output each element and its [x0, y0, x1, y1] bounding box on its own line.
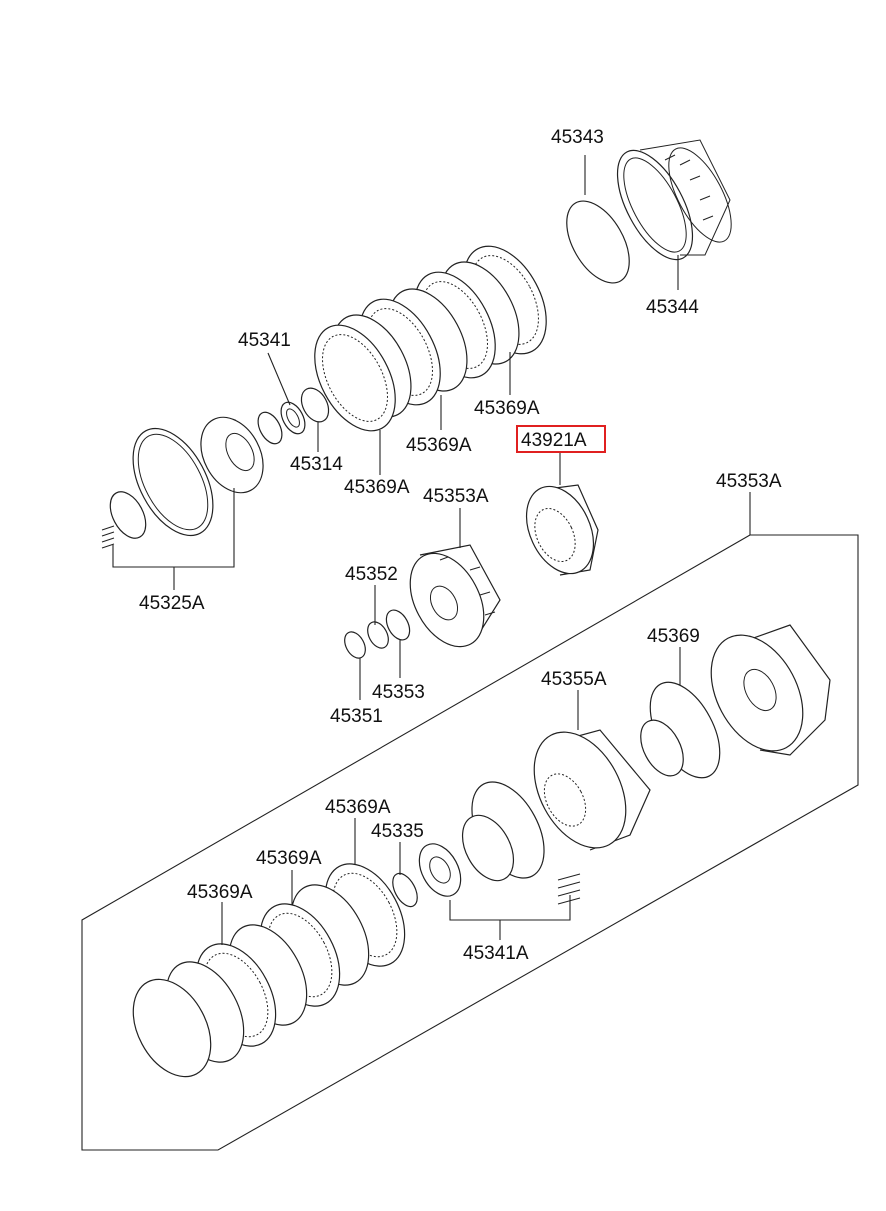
label-45369[interactable]: 45369	[647, 626, 700, 647]
label-45353A-2[interactable]: 45353A	[716, 471, 782, 492]
part-45341-bearing	[257, 401, 306, 445]
part-45353A-upper-hub	[409, 544, 501, 648]
part-45351-washer	[344, 631, 366, 659]
label-45351[interactable]: 45351	[330, 706, 383, 727]
label-45369A-1[interactable]: 45369A	[474, 398, 540, 419]
part-45325A-piston-assembly	[101, 416, 264, 549]
label-45355A[interactable]: 45355A	[541, 669, 607, 690]
part-45353-washer	[385, 609, 411, 641]
label-43921A[interactable]: 43921A	[521, 430, 587, 451]
label-45369A-5[interactable]: 45369A	[256, 848, 322, 869]
part-labels: 45343 45344 45341 45314 45369A 45369A 45…	[139, 127, 782, 964]
label-45343[interactable]: 45343	[551, 127, 604, 148]
label-45335[interactable]: 45335	[371, 821, 424, 842]
label-45369A-4[interactable]: 45369A	[325, 797, 391, 818]
label-45341A[interactable]: 45341A	[463, 943, 529, 964]
label-45325A[interactable]: 45325A	[139, 593, 205, 614]
part-45314-washer	[300, 387, 330, 423]
part-43921A-gear-hub	[525, 484, 599, 576]
label-45314[interactable]: 45314	[290, 454, 343, 475]
part-45344-drum	[616, 139, 732, 261]
part-45369-inner-ring	[640, 719, 684, 777]
leader-lines	[112, 155, 751, 945]
label-45352[interactable]: 45352	[345, 564, 398, 585]
part-45352-bearing	[367, 621, 389, 649]
subassembly-frame	[81, 534, 859, 1151]
part-45369A-lower-clutch-plates	[132, 863, 406, 1078]
label-45353A-1[interactable]: 45353A	[423, 486, 489, 507]
part-45343-snap-ring	[566, 200, 630, 284]
label-45353[interactable]: 45353	[372, 682, 425, 703]
part-45369A-upper-clutch-plates	[314, 245, 547, 432]
part-45341A-piston-assembly	[418, 781, 581, 905]
part-45355A-carrier	[533, 729, 651, 851]
label-45341[interactable]: 45341	[238, 330, 291, 351]
label-45369A-6[interactable]: 45369A	[187, 882, 253, 903]
highlight-box-43921A	[516, 425, 606, 453]
label-45369A-2[interactable]: 45369A	[406, 435, 472, 456]
label-45369A-3[interactable]: 45369A	[344, 477, 410, 498]
part-45353A-lower-drum	[710, 624, 831, 756]
label-45344[interactable]: 45344	[646, 297, 699, 318]
part-45335-ring	[392, 872, 418, 908]
